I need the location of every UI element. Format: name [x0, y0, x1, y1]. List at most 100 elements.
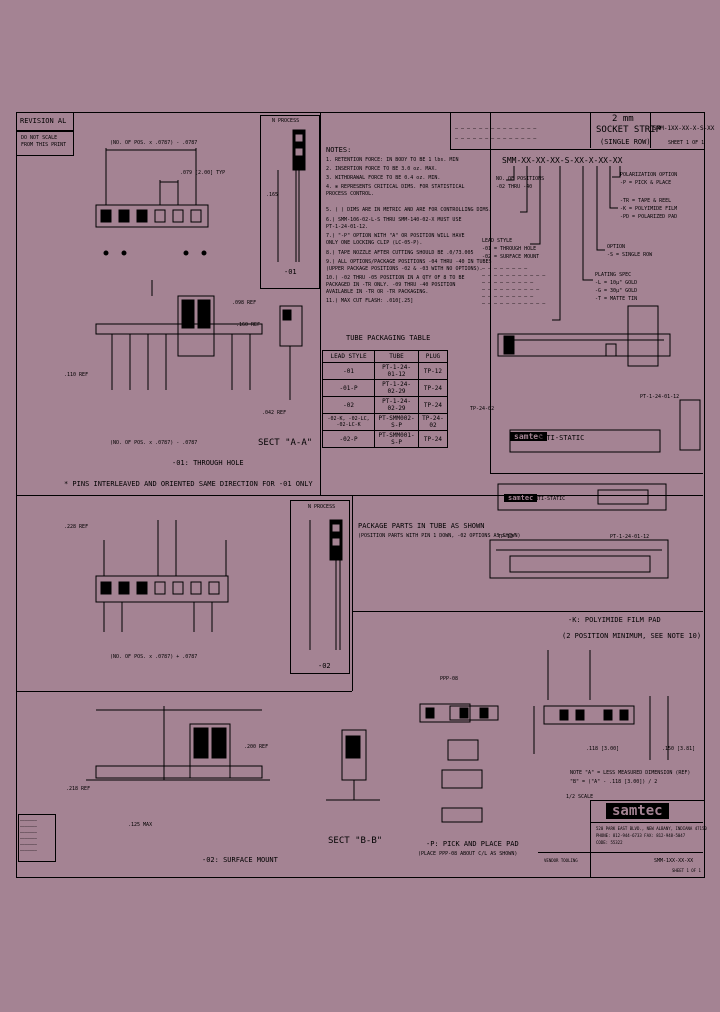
- title-block-bottom-divider-2: [538, 852, 703, 853]
- note-item: PROCESS CONTROL.: [326, 191, 375, 197]
- divider-vertical-right-top: [490, 112, 491, 473]
- note-item: 4. ⊗ REPRESENTS CRITICAL DIMS. FOR STATI…: [326, 184, 465, 190]
- ordering-label-8: PLATING SPEC: [595, 272, 632, 278]
- through-hole-label: -01: THROUGH HOLE: [172, 459, 244, 467]
- table-cell: TP-24: [417, 430, 449, 448]
- note-item: 2. INSERTION FORCE TO BE 3.0 oz. MAX.: [326, 166, 438, 172]
- title-block-top-divider: [590, 112, 591, 148]
- tube-label: PT-1-24-01-12: [610, 534, 650, 540]
- title-block-notes-2: — — — — — — — — — — — — — —: [455, 136, 537, 142]
- pick-place-sub: (PLACE PPP-08 ABOUT C/L AS SHOWN): [418, 851, 518, 857]
- do-not-scale-box: [16, 130, 74, 156]
- note-item: 10.) -02 THRU -05 POSITION IN A QTY OF 8…: [326, 275, 465, 281]
- ordering-label-11: -T = MATTE TIN: [595, 296, 638, 302]
- dim-text: .079 [2.00] TYP: [180, 170, 226, 176]
- sect-a-label: SECT "A-A": [258, 438, 313, 448]
- brand-badge-1: samtec: [510, 432, 547, 441]
- address-line-2: PHONE: 812-944-6733 FAX: 812-948-5047: [596, 833, 686, 838]
- divider-horizontal-mid: [16, 495, 703, 496]
- table-row: -02 PT-1-24-02-29 TP-24: [321, 396, 449, 414]
- title-block-bottom: [590, 800, 705, 878]
- title-sheet: SHEET 1 OF 1: [668, 140, 705, 146]
- dim-text: .218 REF: [66, 786, 91, 792]
- dim-text: .118 [3.00]: [586, 746, 620, 752]
- ordering-label-7: -S = SINGLE ROW: [607, 252, 653, 258]
- pick-place-title: -P: PICK AND PLACE PAD: [426, 840, 519, 848]
- ordering-label-15: NO. OF POSITIONS: [496, 176, 545, 182]
- table-cell: -02-P: [321, 430, 376, 448]
- do-not-scale-line2: FROM THIS PRINT: [21, 142, 67, 148]
- dim-text: .200 REF: [244, 744, 269, 750]
- polyimide-sub: (2 POSITION MINIMUM, SEE NOTE 10): [562, 632, 702, 640]
- note-item: 7.) "-P" OPTION WITH "A" OR POSITION WIL…: [326, 233, 465, 239]
- ordering-label-10: -G = 30µ" GOLD: [595, 288, 638, 294]
- ordering-label-13: -01 = THROUGH HOLE: [482, 246, 537, 252]
- stamp-box: [18, 814, 56, 862]
- dim-text: (NO. OF POS. x .0787) - .0787: [110, 140, 198, 146]
- n-process-box-lower: [290, 500, 350, 674]
- dim-label: .165: [266, 192, 279, 198]
- divider-horizontal-right-b: [352, 611, 703, 612]
- ordering-label-6: OPTION: [607, 244, 626, 250]
- dim-text: .160 REF: [236, 322, 261, 328]
- divider-horizontal-lower-left: [16, 691, 352, 692]
- dim-text: .228 REF: [64, 524, 89, 530]
- title-size: 2 mm: [612, 114, 634, 124]
- title-drawing-number: SMM-1XX-XX-X-S-XX: [653, 125, 715, 132]
- ordering-label-14: -02 = SURFACE MOUNT: [482, 254, 540, 260]
- polyimide-title: -K: POLYIMIDE FILM PAD: [568, 616, 661, 624]
- note-b: "B" = ("A" - .118 [3.00]) / 2: [570, 779, 658, 785]
- package-parts-title: PACKAGE PARTS IN TUBE AS SHOWN: [358, 522, 485, 530]
- sect-b-label: SECT "B-B": [328, 836, 383, 846]
- note-item: ONLY ONE LOCKING CLIP (LC-05-P).: [326, 240, 423, 246]
- brand-badge-2: samtec: [504, 494, 538, 502]
- divider-horizontal-right-a: [490, 473, 703, 474]
- dim-text: .110 REF: [64, 372, 89, 378]
- title-block-notes: — — — — — — — — — — — — — —: [455, 126, 537, 132]
- note-item: 8.) TAPE NOZZLE AFTER CUTTING SHOULD BE …: [326, 250, 474, 256]
- note-item: 6.) SMM-106-02-L-S THRU SMM-140-02-X MUS…: [326, 217, 462, 223]
- note-item: (UPPER PACKAGE POSITIONS -02 & -03 WITH …: [326, 266, 483, 272]
- title-block-top-divider-2: [650, 112, 651, 148]
- title-subtitle: (SINGLE ROW): [600, 138, 651, 146]
- note-item: PACKAGED IN -TR ONLY. -09 THRU -40 POSIT…: [326, 282, 456, 288]
- surface-mount-label: -02: SURFACE MOUNT: [202, 856, 278, 864]
- note-item: 1. RETENTION FORCE: IN BODY TO BE 1 lbs.…: [326, 157, 459, 163]
- dim-text: (NO. OF POS. x .0787) + .0787: [110, 654, 198, 660]
- do-not-scale-line1: DO NOT SCALE: [21, 135, 58, 141]
- drawing-id-bottom: SMM-1XX-XX-XX: [654, 858, 694, 864]
- revision-box: [16, 112, 74, 132]
- ordering-label-16: -02 THRU -40: [496, 184, 533, 190]
- vendor-note: VENDOR TOOLING: [544, 858, 578, 863]
- ordering-label-2: -P = PICK & PLACE: [620, 180, 672, 186]
- label-02: -02: [318, 662, 331, 670]
- tube-label: TP-12: [498, 534, 514, 540]
- note-item: 3. WITHDRAWAL FORCE TO BE 0.4 oz. MIN.: [326, 175, 441, 181]
- dim-text: .098 REF: [232, 300, 257, 306]
- part-number-code: SMM-XX-XX-XX-S-XX-X-XX-XX: [502, 156, 623, 165]
- note-a: NOTE "A" = LESS MEASURED DIMENSION (REF): [570, 770, 691, 776]
- dim-text: .042 REF: [262, 410, 287, 416]
- ordering-label-1: POLARIZATION OPTION: [620, 172, 678, 178]
- note-item: 9.) ALL OPTIONS/PACKAGE POSITIONS -04 TH…: [326, 259, 492, 265]
- address-line-1: 520 PARK EAST BLVD., NEW ALBANY, INDIANA…: [596, 826, 707, 831]
- stamp-lines: ————————————————————————————————————————…: [20, 818, 37, 853]
- option-list: — — — — — — — —— — — — — — — — — — —— — …: [482, 266, 546, 307]
- scale-label: 1/2 SCALE: [566, 794, 594, 800]
- tube-table-title: TUBE PACKAGING TABLE: [346, 334, 431, 342]
- table-row: -02-P PT-SMM001-S-P TP-24: [321, 430, 449, 448]
- interleave-note: * PINS INTERLEAVED AND ORIENTED SAME DIR…: [64, 480, 313, 488]
- n-process-box-upper: [260, 115, 320, 289]
- note-item: 5. ( ) DIMS ARE IN METRIC AND ARE FOR CO…: [326, 207, 492, 213]
- anti-static-label-1: ANTI-STATIC: [538, 434, 585, 442]
- anti-static-label-2: ANTI-STATIC: [532, 496, 566, 502]
- revision-label: REVISION AL: [20, 117, 67, 125]
